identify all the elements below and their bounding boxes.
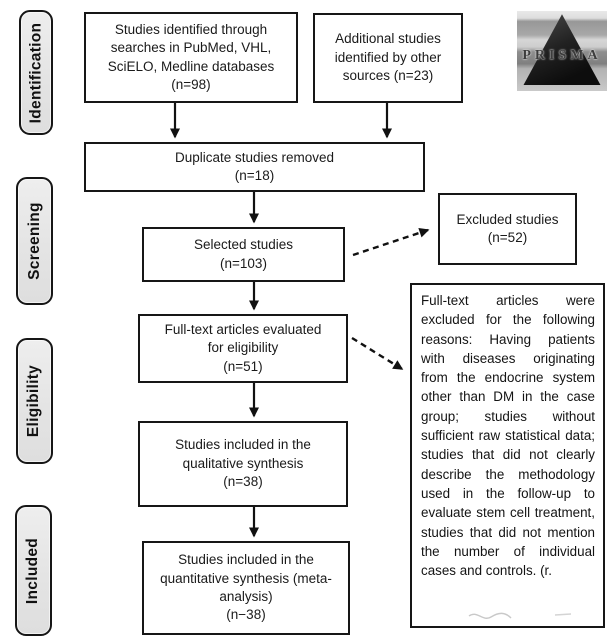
dashed-arrow-selected-to-excluded (352, 227, 430, 257)
stage-screening-label: Screening (25, 202, 43, 280)
box-studies-identified: Studies identified through searches in P… (84, 12, 298, 103)
box-duplicates-removed: Duplicate studies removed (n=18) (84, 142, 425, 192)
box-excluded-studies: Excluded studies (n=52) (438, 193, 577, 265)
box-selected-studies: Selected studies (n=103) (142, 227, 345, 282)
stage-screening: Screening (16, 177, 53, 305)
stage-identification: Identification (19, 10, 53, 135)
exclusion-reasons-text: Full-text articles were excluded for the… (421, 293, 595, 579)
prisma-logo-text: PRISMA (522, 48, 602, 63)
box-qualitative-synthesis: Studies included in the qualitative synt… (138, 421, 348, 507)
prisma-logo: PRISMA (517, 11, 607, 91)
box-exclusion-reasons: Full-text articles were excluded for the… (410, 283, 605, 628)
box-fulltext-evaluated: Full-text articles evaluated for eligibi… (138, 314, 348, 383)
stage-eligibility-label: Eligibility (25, 364, 43, 438)
box-additional-studies: Additional studies identified by other s… (313, 13, 463, 103)
box-quantitative-synthesis: Studies included in the quantitative syn… (142, 541, 350, 635)
stage-identification-label: Identification (27, 22, 44, 123)
dashed-arrow-fulltext-to-reasons (351, 336, 404, 371)
stage-eligibility: Eligibility (16, 338, 53, 464)
stage-included: Included (15, 505, 52, 636)
watermark-squiggle-icon (468, 612, 572, 619)
stage-included-label: Included (24, 537, 42, 604)
